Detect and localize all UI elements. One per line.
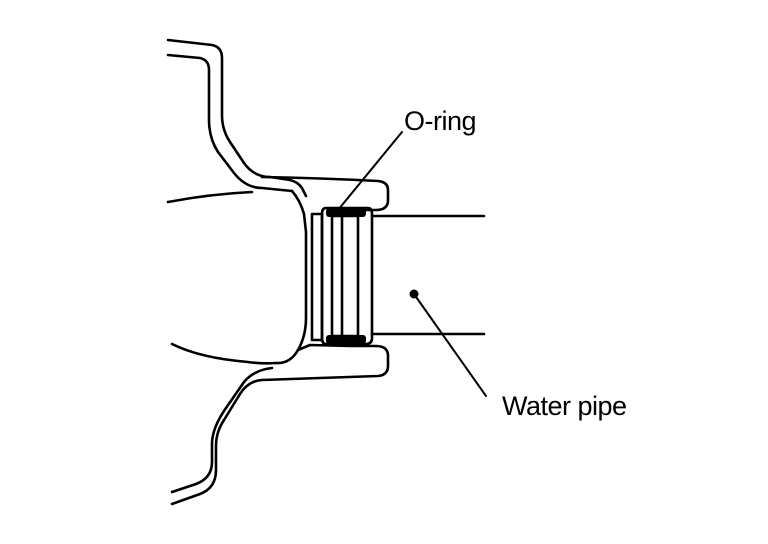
housing-lower-outer-line [170, 366, 274, 494]
housing-upper-outer-line [166, 38, 308, 198]
pipe-end-flange [320, 206, 374, 346]
housing-lower-inner-line [170, 378, 264, 506]
water-pipe-label: Water pipe [502, 391, 627, 421]
socket-lower-lip [260, 343, 390, 382]
o-ring-top-section [326, 208, 366, 217]
housing-upper-edge [166, 190, 254, 204]
socket-bore [310, 212, 324, 342]
o-ring-bottom-section [326, 335, 366, 344]
socket-upper-lip [260, 175, 390, 214]
water-pipe-leader-dot [409, 289, 419, 299]
o-ring-label: O-ring [404, 106, 477, 136]
water-pipe-leader-line [413, 293, 487, 397]
housing-lower-edge [170, 342, 278, 365]
housing-upper-inner-line [166, 53, 294, 193]
socket-upper-inner [290, 189, 308, 352]
o-ring-leader-line [337, 131, 403, 211]
pipe-end-groove [330, 214, 360, 338]
